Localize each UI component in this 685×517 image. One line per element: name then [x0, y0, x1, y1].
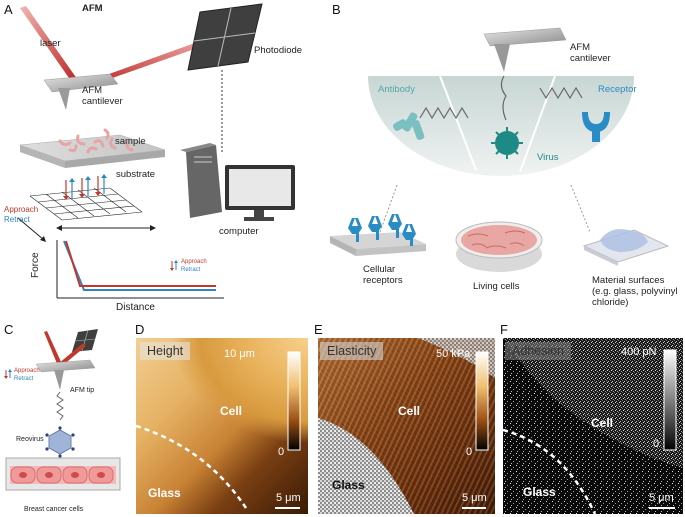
- height-scale-top: 10 μm: [224, 348, 255, 360]
- afm-tip-label: AFM tip: [70, 387, 95, 394]
- computer-icon: [180, 143, 295, 221]
- approach-label-a: Approach: [4, 205, 39, 214]
- elasticity-scale-top: 50 kPa: [436, 348, 471, 360]
- height-colorbar: [136, 351, 301, 509]
- cellular-receptors-label: Cellular receptors: [363, 264, 403, 286]
- reovirus-icon: [45, 426, 75, 458]
- virus-linker: [500, 75, 507, 121]
- receptor-linker: [539, 86, 583, 100]
- material-surface-icon: [582, 229, 670, 266]
- height-scale-bottom: 0: [278, 446, 285, 458]
- glass-region-e: [318, 418, 414, 514]
- adhesion-overlay: [503, 338, 683, 514]
- panel-label-f: F: [500, 322, 508, 337]
- retract-label-c: Retract: [14, 376, 34, 382]
- breast-cancer-cells-icon: [5, 457, 121, 491]
- reovirus-linker: [56, 391, 64, 421]
- retract-label-a: Retract: [4, 215, 30, 224]
- panel-label-e: E: [314, 322, 323, 337]
- glass-label-d: Glass: [148, 486, 181, 500]
- panel-label-a: A: [4, 2, 13, 17]
- chart-legend-arrows: [170, 260, 178, 271]
- sample-block: [19, 128, 166, 168]
- cellular-receptors-icon: [330, 214, 426, 256]
- approach-retract-arrows-c: [4, 369, 12, 379]
- laser-beam: [20, 6, 220, 88]
- material-surfaces-label: Material surfaces (e.g. glass, polyvinyl…: [592, 275, 678, 308]
- photodiode-label: Photodiode: [254, 45, 303, 56]
- adhesion-scale-bottom: 0: [653, 438, 660, 450]
- afm-cantilever-b: [483, 27, 567, 72]
- receptor-icon: [582, 112, 610, 132]
- afm-cantilever: [43, 73, 119, 110]
- substrate-label: substrate: [116, 169, 156, 180]
- living-cells-label: Living cells: [473, 281, 520, 292]
- scalebar-label-e: 5 μm: [462, 492, 487, 504]
- computer-label: computer: [219, 226, 259, 237]
- probe-fan: [368, 76, 634, 176]
- scalebar-label-f: 5 μm: [649, 492, 674, 504]
- cell-label-f: Cell: [591, 416, 614, 430]
- elasticity-scale-bottom: 0: [466, 446, 473, 458]
- approach-retract-arrows: [63, 174, 107, 200]
- glass-boundary-f: [503, 428, 597, 514]
- petri-dish-icon: [455, 221, 543, 272]
- antibody-label: Antibody: [378, 84, 415, 95]
- panel-label-b: B: [332, 2, 341, 17]
- elasticity-overlay: [318, 338, 495, 514]
- antibody-linker: [419, 106, 469, 120]
- height-title: Height: [140, 342, 191, 360]
- glass-label-e: Glass: [332, 478, 365, 492]
- chart-x-label: Distance: [116, 302, 155, 313]
- scalebar-label-d: 5 μm: [276, 492, 301, 504]
- height-map: Height 10 μm 0 Cell Glass 5 μm: [136, 338, 308, 514]
- antibody-icon: [393, 112, 425, 140]
- afm-title: AFM: [82, 3, 103, 14]
- photodiode: [187, 3, 263, 71]
- adhesion-title: Adhesion: [505, 342, 572, 360]
- panel-label-c: C: [4, 322, 14, 337]
- cantilever-label-b: AFM cantilever: [570, 42, 611, 64]
- glass-label-f: Glass: [523, 485, 556, 499]
- receptor-label: Receptor: [598, 84, 637, 95]
- panel-label-d: D: [135, 322, 145, 337]
- elasticity-map: Elasticity 50 kPa 0 Cell Glass 5 μm: [318, 338, 495, 514]
- breast-cancer-cells-label: Breast cancer cells: [24, 506, 84, 513]
- elasticity-title: Elasticity: [320, 342, 384, 360]
- adhesion-scale-top: 400 pN: [621, 346, 657, 358]
- scan-arrow-y: [17, 217, 45, 241]
- cantilever-label-a: AFM cantilever: [82, 85, 123, 107]
- laser-label: laser: [40, 38, 61, 49]
- reovirus-label: Reovirus: [16, 436, 44, 443]
- approach-curve: [65, 240, 216, 287]
- approach-label-c: Approach: [14, 368, 40, 374]
- chart-legend-approach: Approach: [181, 259, 207, 265]
- adhesion-map: Adhesion 400 pN 0 Cell Glass 5 μm: [503, 338, 683, 514]
- cell-label-d: Cell: [220, 404, 243, 418]
- virus-label: Virus: [537, 152, 559, 163]
- afm-tip-c: [35, 359, 96, 373]
- chart-legend-retract: Retract: [181, 267, 201, 273]
- cell-label-e: Cell: [398, 404, 421, 418]
- sample-label: sample: [115, 136, 146, 147]
- virus-icon: [491, 127, 523, 159]
